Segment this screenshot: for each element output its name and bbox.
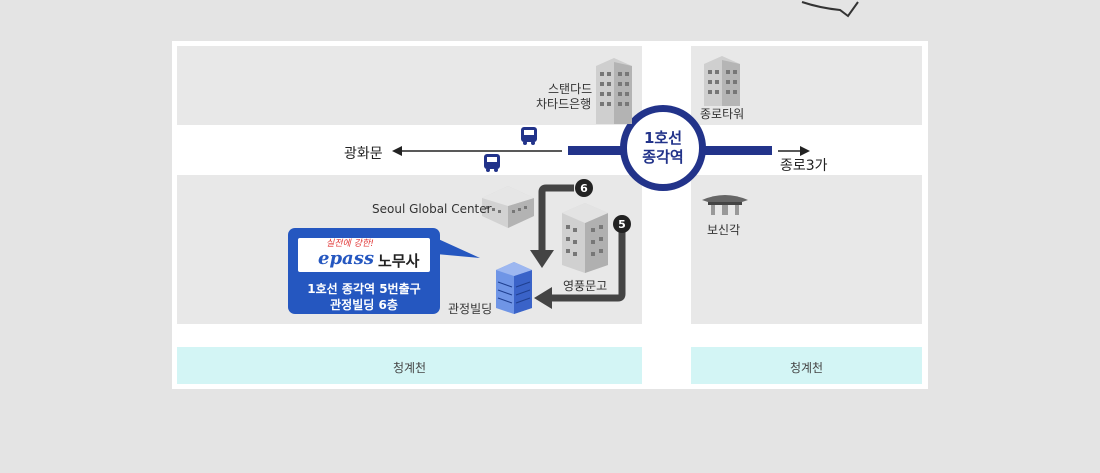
- stream-label: 청계천: [789, 361, 824, 375]
- arrow-west: [392, 146, 562, 156]
- location-map: 청계천 청계천: [172, 41, 928, 389]
- stream-label: 청계천: [392, 361, 427, 375]
- callout-address-line1: 1호선 종각역 5번출구: [307, 282, 421, 296]
- stream-left: 청계천: [177, 347, 642, 384]
- station-line-label: 1호선: [643, 129, 683, 147]
- callout-address-line2: 관정빌딩 6층: [330, 298, 398, 312]
- office-location-callout: 실전에 강한! epass 노무사 1호선 종각역 5번출구 관정빌딩 6층: [288, 228, 440, 314]
- direction-west-label: 광화문: [344, 146, 383, 162]
- callout-pointer: [436, 238, 480, 258]
- seoul-global-center-label: Seoul Global Center: [372, 202, 492, 216]
- route-arrow-exit5: [534, 232, 626, 309]
- bus-icon: [521, 127, 537, 145]
- direction-east-label: 종로3가: [780, 158, 828, 174]
- exit-5-number: 5: [618, 217, 626, 231]
- route-arrow-exit6: [530, 184, 574, 268]
- decorative-stroke: [801, 1, 859, 18]
- jonggak-station-marker: 1호선 종각역: [620, 105, 706, 191]
- subway-line-east: [698, 146, 772, 155]
- subway-line-west: [568, 146, 628, 155]
- exit-6-marker: 6: [575, 179, 593, 197]
- epass-brand-suffix: 노무사: [378, 252, 420, 270]
- jongno-tower-label: 종로타워: [700, 107, 745, 121]
- stream-right: 청계천: [691, 347, 922, 384]
- youngpung-label: 영풍문고: [563, 279, 608, 293]
- standard-chartered-label-2: 차타드은행: [536, 97, 592, 111]
- bosingak-label: 보신각: [707, 223, 741, 237]
- epass-slogan: 실전에 강한!: [326, 239, 374, 249]
- epass-logo: 실전에 강한! epass 노무사: [298, 238, 430, 272]
- jongno-tower-icon: [704, 56, 740, 106]
- youngpung-bookstore-building-icon: [562, 203, 608, 273]
- bus-icon: [484, 154, 500, 172]
- standard-chartered-label-1: 스탠다드: [548, 82, 593, 96]
- station-name-label: 종각역: [642, 148, 684, 166]
- arrow-east: [778, 146, 810, 156]
- seoul-global-center-building-icon: [482, 186, 534, 228]
- gwanjeong-building-icon: [496, 262, 532, 314]
- block-top-left: [177, 46, 642, 125]
- bosingak-pavilion-icon: [702, 195, 748, 215]
- exit-6-number: 6: [580, 181, 588, 195]
- exit-5-marker: 5: [613, 215, 631, 233]
- standard-chartered-building-icon: [596, 58, 632, 124]
- gwanjeong-label: 관정빌딩: [448, 302, 493, 316]
- epass-brand: epass: [318, 248, 374, 269]
